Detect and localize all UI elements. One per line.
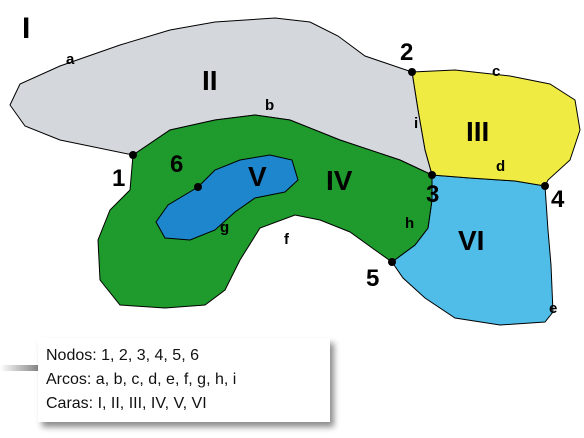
node-5-marker <box>388 258 396 266</box>
node-4-marker <box>541 182 549 190</box>
node-3-label: 3 <box>426 181 439 208</box>
arc-a-label: a <box>66 51 75 68</box>
node-2-marker <box>408 68 416 76</box>
arc-h-label: h <box>405 215 414 232</box>
face-IV-region <box>97 114 433 309</box>
face-IV-label: IV <box>326 165 353 196</box>
legend-nodos: Nodos: 1, 2, 3, 4, 5, 6 <box>46 347 199 364</box>
node-6-label: 6 <box>170 151 183 178</box>
legend-box: Nodos: 1, 2, 3, 4, 5, 6 Arcos: a, b, c, … <box>38 338 330 422</box>
face-II-label: II <box>202 65 218 96</box>
face-V-region <box>155 154 299 241</box>
arc-e-label: e <box>549 300 557 317</box>
node-6-marker <box>194 183 202 191</box>
arc-g-label: g <box>220 219 229 236</box>
legend-shadow-bar <box>0 365 40 371</box>
node-2-label: 2 <box>400 39 413 66</box>
legend-caras: Caras: I, II, III, IV, V, VI <box>46 395 207 412</box>
arc-i-label: i <box>414 115 418 132</box>
arc-f-label: f <box>284 231 290 248</box>
arc-d-label: d <box>496 158 505 175</box>
face-III-label: III <box>466 116 489 147</box>
node-1-marker <box>129 151 137 159</box>
arc-b-label: b <box>265 97 274 114</box>
node-1-label: 1 <box>112 165 125 192</box>
face-I-label: I <box>22 12 30 45</box>
face-VI-label: VI <box>458 225 484 256</box>
node-3-marker <box>428 171 436 179</box>
legend-arcos: Arcos: a, b, c, d, e, f, g, h, i <box>46 371 237 388</box>
arc-c-label: c <box>492 63 500 80</box>
node-5-label: 5 <box>366 265 379 292</box>
face-V-label: V <box>248 161 267 192</box>
node-4-label: 4 <box>551 186 565 213</box>
